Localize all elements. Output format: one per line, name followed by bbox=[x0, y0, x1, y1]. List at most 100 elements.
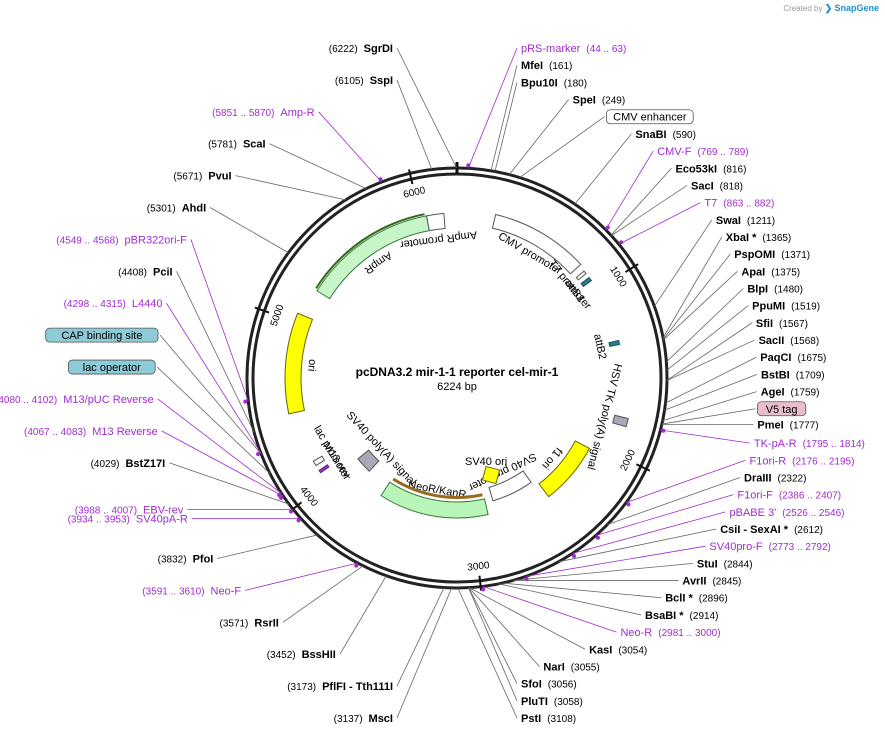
site-leader-agei bbox=[662, 391, 757, 422]
site-position: (1567) bbox=[779, 319, 808, 330]
site-paqci: PaqCI(1675) bbox=[760, 352, 826, 364]
tick-label-1000: 1000 bbox=[607, 265, 628, 290]
site-position: (6105) bbox=[335, 76, 364, 87]
site-leader-pspomi bbox=[663, 253, 731, 340]
site-name: BstBI bbox=[761, 369, 790, 381]
site-name: PfoI bbox=[193, 553, 214, 565]
primer-mark-f1ori-f bbox=[595, 535, 600, 540]
site-position: (3173) bbox=[287, 682, 316, 693]
site-position: (2322) bbox=[778, 473, 807, 484]
feature-ori bbox=[284, 312, 314, 415]
primer-name: EBV-rev bbox=[143, 505, 184, 517]
site-leader-sspi bbox=[396, 79, 433, 170]
site-swai: SwaI(1211) bbox=[716, 215, 775, 227]
site-position: (3054) bbox=[618, 645, 647, 656]
site-pmei: PmeI(1777) bbox=[757, 419, 818, 431]
site-name: ScaI bbox=[243, 139, 266, 151]
site-leader-eco53ki bbox=[610, 167, 672, 236]
plasmid-length: 6224 bp bbox=[437, 381, 477, 393]
feature-ampr bbox=[316, 215, 430, 300]
tick-1000 bbox=[624, 263, 639, 273]
primer-leader-neo-f bbox=[245, 562, 358, 591]
box-label-cap-binding-site: CAP binding site bbox=[61, 330, 142, 342]
feature-cmv-promoter bbox=[491, 213, 582, 275]
site-leader-stui bbox=[513, 562, 693, 581]
primer-position: (3934 .. 3953) bbox=[68, 514, 130, 525]
primer-position: (3591 .. 3610) bbox=[142, 586, 204, 597]
primer-name: F1ori-R bbox=[749, 455, 786, 467]
primer-mark-tk-pa-r bbox=[661, 428, 666, 433]
site-agei: AgeI(1759) bbox=[761, 387, 820, 399]
primer-position: (2526 .. 2546) bbox=[782, 508, 844, 519]
tick-label-3000: 3000 bbox=[467, 560, 491, 573]
site-leader-scai bbox=[269, 143, 367, 190]
primer-name: L4440 bbox=[132, 298, 163, 310]
feature-label-attb2: attB2 bbox=[591, 333, 608, 361]
primer-neo-r: Neo-R(2981 .. 3000) bbox=[620, 627, 720, 639]
leader-lines bbox=[156, 47, 758, 719]
site-position: (2844) bbox=[724, 559, 753, 570]
primer-position: (3988 .. 4007) bbox=[75, 506, 137, 517]
primer-name: Neo-F bbox=[211, 585, 242, 597]
site-name: XbaI * bbox=[726, 232, 757, 244]
box-leader-cap-binding-site bbox=[159, 334, 262, 455]
site-name: StuI bbox=[697, 558, 718, 570]
site-leader-draiii bbox=[607, 477, 741, 526]
primer-mark-prs-marker bbox=[466, 163, 471, 168]
site-name: KasI bbox=[589, 644, 612, 656]
restriction-sites: (6222)SgrDIMfeI(161)Bpu10I(180)SpeI(249)… bbox=[91, 43, 827, 725]
sv40-ori-label: SV40 ori bbox=[465, 456, 507, 468]
site-pfoi: (3832)PfoI bbox=[158, 553, 214, 565]
site-ahdi: (5301)AhdI bbox=[147, 203, 206, 215]
site-position: (1211) bbox=[747, 216, 775, 227]
site-name: SacI bbox=[691, 180, 714, 192]
site-position: (249) bbox=[602, 96, 625, 107]
site-leader-bstz17i bbox=[169, 462, 290, 505]
site-position: (5301) bbox=[147, 204, 176, 215]
site-position: (3055) bbox=[571, 662, 600, 673]
site-position: (1480) bbox=[774, 285, 803, 296]
site-blpi: BlpI(1480) bbox=[747, 284, 803, 296]
feature-label-sv40-poly-a-signal: SV40 poly(A) signal bbox=[344, 409, 419, 488]
primer-name: CMV-F bbox=[657, 146, 692, 158]
site-name: AgeI bbox=[761, 387, 785, 399]
site-position: (3137) bbox=[334, 714, 363, 725]
site-leader-bstbi bbox=[664, 374, 758, 411]
site-position: (1519) bbox=[791, 302, 820, 313]
primer-leader-sv40pro-f bbox=[525, 545, 706, 577]
site-leader-paqci bbox=[665, 356, 757, 404]
primer-pbabe-3: pBABE 3'(2526 .. 2546) bbox=[729, 507, 844, 519]
site-name: PluTI bbox=[521, 696, 548, 708]
primer-leader-m13-puc-reverse bbox=[157, 398, 282, 494]
site-position: (1365) bbox=[762, 233, 791, 244]
site-position: (3108) bbox=[547, 714, 576, 725]
site-pluti: PluTI(3058) bbox=[521, 696, 583, 708]
site-name: PstI bbox=[521, 713, 541, 725]
primer-m13-puc-reverse: (4080 .. 4102)M13/pUC Reverse bbox=[0, 394, 154, 406]
site-spei: SpeI(249) bbox=[573, 95, 626, 107]
primer-cmv-f: CMV-F(769 .. 789) bbox=[657, 146, 748, 158]
feature-ampr-promoter bbox=[425, 212, 446, 232]
site-name: CsiI - SexAI * bbox=[720, 524, 789, 536]
primer-f1ori-f: F1ori-F(2386 .. 2407) bbox=[737, 490, 841, 502]
tick-2000 bbox=[635, 463, 651, 472]
site-leader-sacii bbox=[666, 339, 755, 381]
site-name: PspOMI bbox=[734, 249, 775, 261]
site-name: SfoI bbox=[521, 679, 542, 691]
site-name: PmeI bbox=[757, 419, 783, 431]
site-scai: (5781)ScaI bbox=[208, 139, 266, 151]
site-name: SgrDI bbox=[364, 43, 393, 55]
primer-leader-f1ori-r bbox=[625, 459, 746, 503]
site-leader-mfei bbox=[490, 65, 518, 171]
site-name: Bpu10I bbox=[521, 77, 558, 89]
primer-leader-pbabe-3 bbox=[572, 511, 726, 554]
site-bstz17i: (4029)BstZ17I bbox=[91, 458, 166, 470]
site-position: (590) bbox=[673, 130, 696, 141]
sv40-ori-box bbox=[481, 465, 501, 485]
primer-name: SV40pA-R bbox=[136, 513, 188, 525]
site-eco53ki: Eco53kI(816) bbox=[675, 163, 746, 175]
primer-mark-neo-f bbox=[354, 563, 359, 568]
primer-leader-amp-r bbox=[318, 111, 382, 183]
primer-position: (2773 .. 2792) bbox=[769, 542, 831, 553]
